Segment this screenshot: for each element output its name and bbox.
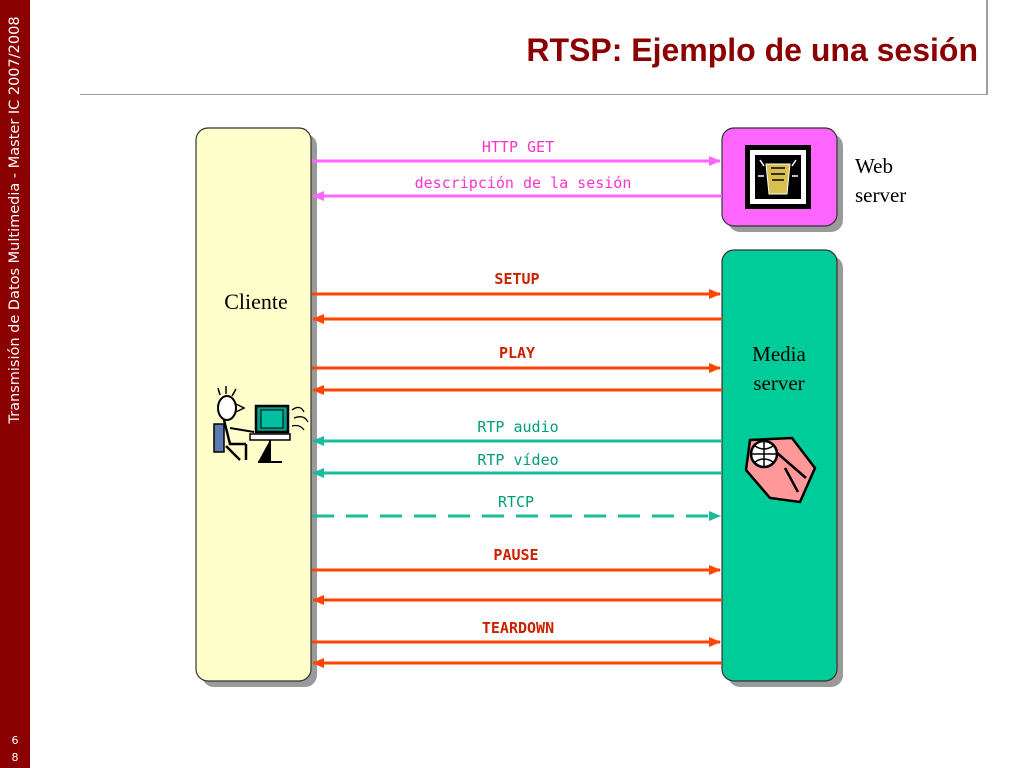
client-node: Cliente xyxy=(195,127,317,687)
rtcp-label: RTCP xyxy=(498,493,534,511)
web-server-label-line1: Web xyxy=(855,154,893,178)
media-server-node: Media server xyxy=(721,249,843,687)
rtp-audio-label: RTP audio xyxy=(477,418,558,436)
web-server-label-line2: server xyxy=(855,183,906,207)
sidebar xyxy=(0,0,30,768)
page-number-digit: 6 xyxy=(11,734,19,747)
slide-title: RTSP: Ejemplo de una sesión xyxy=(526,32,978,68)
title-underline xyxy=(80,94,988,95)
setup-label: SETUP xyxy=(494,270,539,288)
client-label: Cliente xyxy=(224,289,288,314)
web-server-node xyxy=(721,127,843,232)
media-server-label-line1: Media xyxy=(752,342,806,366)
session-description-label: descripción de la sesión xyxy=(415,174,632,192)
rtp-video-label: RTP vídeo xyxy=(477,451,558,469)
pause-label: PAUSE xyxy=(493,546,538,564)
teardown-label: TEARDOWN xyxy=(482,619,554,637)
user-computer-icon xyxy=(213,386,309,463)
title-frame-vertical xyxy=(986,0,988,95)
media-server-icon xyxy=(744,436,817,504)
page-number-digit: 8 xyxy=(11,751,19,764)
http-get-label: HTTP GET xyxy=(482,138,554,156)
web-server-icon xyxy=(745,145,811,209)
play-label: PLAY xyxy=(499,344,535,362)
media-server-label-line2: server xyxy=(753,371,804,395)
